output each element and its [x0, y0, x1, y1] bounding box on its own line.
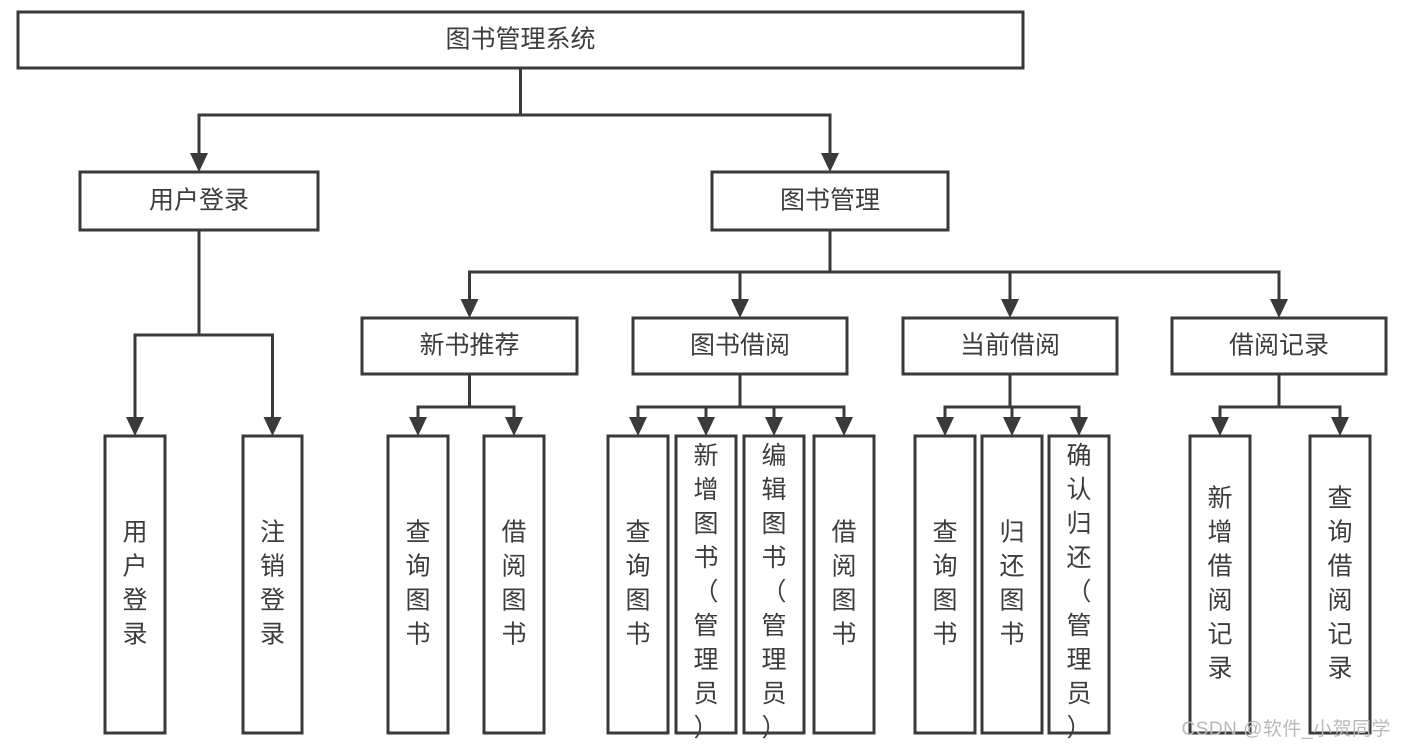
node-add-book-admin: 新增图书（管理员） — [674, 434, 738, 742]
node-book-management: 图书管理 — [710, 170, 950, 232]
arrow-to-borrow-book-2 — [835, 417, 853, 436]
node-box-confirm-return-admin — [1047, 434, 1111, 735]
arrow-to-book-management — [821, 153, 839, 172]
node-new-book-recommend: 新书推荐 — [360, 316, 579, 376]
arrow-to-query-book-2 — [629, 417, 647, 436]
node-edit-book-admin: 编辑图书（管理员） — [742, 434, 806, 742]
arrow-to-user-login — [190, 153, 208, 172]
node-borrow-records: 借阅记录 — [1170, 316, 1388, 376]
node-label-query-book-3: 查询图书 — [932, 519, 957, 649]
arrow-to-book-borrow — [731, 299, 749, 318]
node-add-borrow-record: 新增借阅记录 — [1188, 434, 1252, 735]
node-box-user-login-do — [103, 434, 167, 735]
node-query-book-1: 查询图书 — [386, 434, 450, 735]
node-label-user-login-do: 用户登录 — [122, 519, 147, 649]
node-box-edit-book-admin — [742, 434, 806, 735]
node-label-book-management: 图书管理 — [780, 187, 880, 215]
node-label-query-borrow-record: 查询借阅记录 — [1327, 485, 1352, 683]
node-label-add-borrow-record: 新增借阅记录 — [1207, 485, 1232, 683]
node-box-book-borrow — [631, 316, 849, 376]
arrow-to-query-borrow-record — [1331, 417, 1349, 436]
node-label-new-book-recommend: 新书推荐 — [419, 332, 519, 360]
node-label-current-borrow: 当前借阅 — [960, 332, 1060, 360]
csdn-watermark: CSDN @软件_小贺同学 — [1181, 719, 1391, 740]
node-query-book-2: 查询图书 — [606, 434, 670, 735]
node-box-query-book-2 — [606, 434, 670, 735]
arrow-to-borrow-records — [1270, 299, 1288, 318]
node-label-user-logout: 注销登录 — [260, 519, 285, 649]
node-query-book-3: 查询图书 — [913, 434, 977, 735]
node-return-book: 归还图书 — [980, 434, 1044, 735]
arrow-to-new-book-recommend — [460, 299, 479, 318]
node-box-borrow-book-1 — [482, 434, 546, 735]
node-label-book-borrow: 图书借阅 — [690, 332, 790, 360]
arrow-to-borrow-book-1 — [505, 417, 523, 436]
arrow-to-current-borrow — [1001, 299, 1019, 318]
node-confirm-return-admin: 确认归还（管理员） — [1047, 434, 1111, 742]
node-label-root: 图书管理系统 — [445, 26, 595, 54]
node-current-borrow: 当前借阅 — [901, 316, 1119, 376]
node-label-add-book-admin: 新增图书（管理员） — [693, 442, 718, 742]
arrow-to-user-login-do — [126, 417, 144, 436]
node-user-logout: 注销登录 — [241, 434, 304, 735]
node-box-add-borrow-record — [1188, 434, 1252, 735]
node-label-borrow-book-2: 借阅图书 — [831, 519, 856, 649]
node-box-user-logout — [241, 434, 304, 735]
node-box-user-login — [78, 170, 320, 232]
node-box-query-borrow-record — [1308, 434, 1372, 735]
node-box-new-book-recommend — [360, 316, 579, 376]
arrow-to-return-book — [1003, 417, 1021, 436]
node-label-borrow-book-1: 借阅图书 — [501, 519, 526, 649]
node-label-edit-book-admin: 编辑图书（管理员） — [761, 442, 786, 742]
node-box-borrow-book-2 — [812, 434, 876, 735]
arrow-to-add-borrow-record — [1211, 417, 1229, 436]
node-box-book-management — [710, 170, 950, 232]
arrow-to-confirm-return-admin — [1070, 417, 1088, 436]
connector-layer — [126, 66, 1349, 436]
node-borrow-book-1: 借阅图书 — [482, 434, 546, 735]
node-box-return-book — [980, 434, 1044, 735]
arrow-to-edit-book-admin — [765, 417, 783, 436]
node-box-query-book-3 — [913, 434, 977, 735]
node-label-query-book-2: 查询图书 — [625, 519, 650, 649]
node-layer: 图书管理系统用户登录图书管理用户登录注销登录新书推荐查询图书借阅图书图书借阅查询… — [16, 10, 1388, 742]
node-box-query-book-1 — [386, 434, 450, 735]
arrow-to-query-book-1 — [409, 417, 427, 436]
node-label-confirm-return-admin: 确认归还（管理员） — [1066, 442, 1091, 742]
node-root: 图书管理系统 — [16, 10, 1025, 70]
node-box-borrow-records — [1170, 316, 1388, 376]
node-label-borrow-records: 借阅记录 — [1229, 332, 1329, 360]
node-query-borrow-record: 查询借阅记录 — [1308, 434, 1372, 735]
node-label-query-book-1: 查询图书 — [405, 519, 430, 649]
node-user-login: 用户登录 — [78, 170, 320, 232]
node-user-login-do: 用户登录 — [103, 434, 167, 735]
node-box-root — [16, 10, 1025, 70]
node-box-add-book-admin — [674, 434, 738, 735]
node-borrow-book-2: 借阅图书 — [812, 434, 876, 735]
arrow-to-add-book-admin — [697, 417, 715, 436]
arrow-to-user-logout — [263, 417, 282, 436]
node-box-current-borrow — [901, 316, 1119, 376]
node-book-borrow: 图书借阅 — [631, 316, 849, 376]
node-label-return-book: 归还图书 — [999, 519, 1024, 649]
node-label-user-login: 用户登录 — [149, 187, 249, 215]
arrow-to-query-book-3 — [936, 417, 954, 436]
